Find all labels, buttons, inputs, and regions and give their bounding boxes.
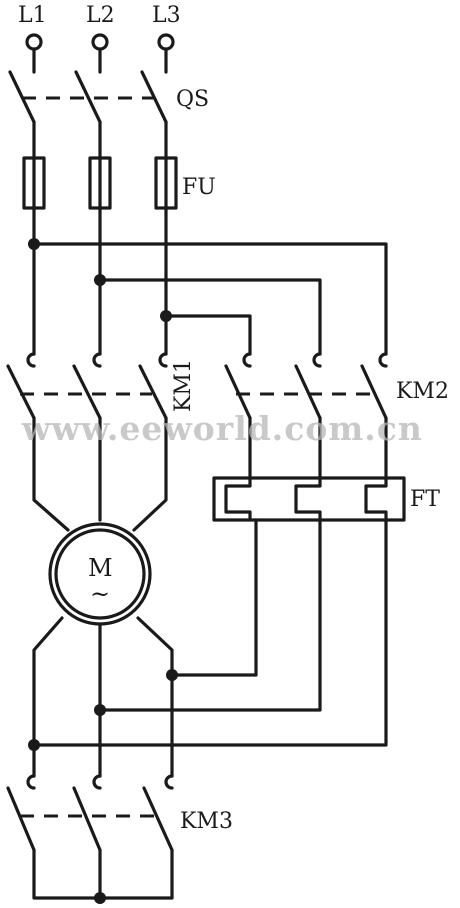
motor-ac-symbol: ~ bbox=[90, 580, 110, 608]
terminal-l1 bbox=[25, 33, 43, 51]
contactor-km1 bbox=[6, 352, 168, 532]
contactor-km2 bbox=[224, 352, 388, 480]
fuses-fu bbox=[22, 156, 178, 318]
label-l2: L2 bbox=[86, 3, 115, 28]
label-km3: KM3 bbox=[180, 809, 233, 834]
label-l3: L3 bbox=[152, 3, 181, 28]
supply-bus bbox=[28, 238, 388, 356]
supply-terminals bbox=[25, 33, 175, 74]
terminal-l2 bbox=[91, 33, 109, 51]
watermark-text: www.eeworld.com.cn bbox=[21, 409, 423, 448]
label-ft: FT bbox=[410, 487, 440, 512]
label-fu: FU bbox=[182, 175, 216, 200]
label-l1: L1 bbox=[18, 3, 47, 28]
thermal-relay-ft bbox=[32, 476, 406, 747]
label-km1: KM1 bbox=[171, 359, 196, 412]
terminal-l3 bbox=[157, 33, 175, 51]
motor-label: M bbox=[88, 554, 113, 582]
switch-qs bbox=[8, 70, 168, 160]
label-qs: QS bbox=[176, 87, 209, 112]
label-km2: KM2 bbox=[396, 379, 449, 404]
contactor-km3 bbox=[6, 743, 174, 904]
